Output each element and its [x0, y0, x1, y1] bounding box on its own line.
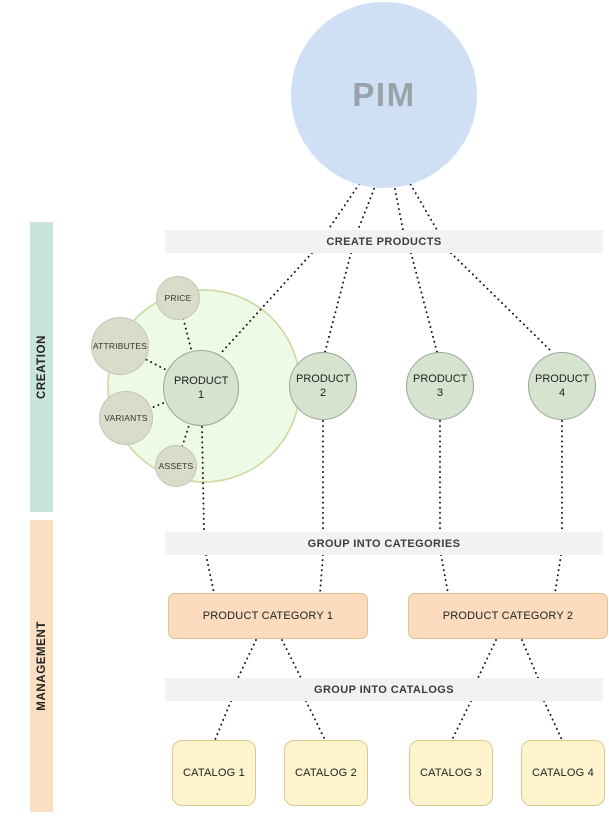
detail-node-price: PRICE — [156, 276, 200, 320]
product-node-3: PRODUCT 3 — [406, 352, 474, 420]
step-bar-group-into-catalogs: GROUP INTO CATALOGS — [165, 678, 603, 701]
phase-band-creation: CREATION — [30, 222, 53, 512]
product-label-3: PRODUCT 3 — [413, 372, 468, 399]
product-label-2: PRODUCT 2 — [296, 372, 351, 399]
product-label-1: PRODUCT 1 — [174, 374, 229, 401]
catalog-node-1: CATALOG 1 — [172, 740, 256, 806]
phase-label-management: MANAGEMENT — [35, 621, 48, 711]
pim-label: PIM — [352, 76, 416, 113]
detail-node-variants: VARIANTS — [99, 391, 153, 445]
catalog-node-2: CATALOG 2 — [284, 740, 368, 806]
pim-node: PIM — [291, 2, 477, 188]
detail-node-assets: ASSETS — [155, 445, 197, 487]
step-bar-group-into-categories: GROUP INTO CATEGORIES — [165, 532, 603, 555]
category-node-2: PRODUCT CATEGORY 2 — [408, 593, 608, 639]
phase-label-creation: CREATION — [35, 334, 48, 399]
catalog-node-3: CATALOG 3 — [409, 740, 493, 806]
product-node-1: PRODUCT 1 — [163, 350, 239, 426]
product-node-4: PRODUCT 4 — [528, 352, 596, 420]
phase-band-management: MANAGEMENT — [30, 520, 53, 812]
product-label-4: PRODUCT 4 — [535, 372, 590, 399]
category-node-1: PRODUCT CATEGORY 1 — [168, 593, 368, 639]
product-node-2: PRODUCT 2 — [289, 352, 357, 420]
step-bar-create-products: CREATE PRODUCTS — [165, 230, 603, 253]
catalog-node-4: CATALOG 4 — [521, 740, 605, 806]
detail-node-attributes: ATTRIBUTES — [91, 317, 149, 375]
